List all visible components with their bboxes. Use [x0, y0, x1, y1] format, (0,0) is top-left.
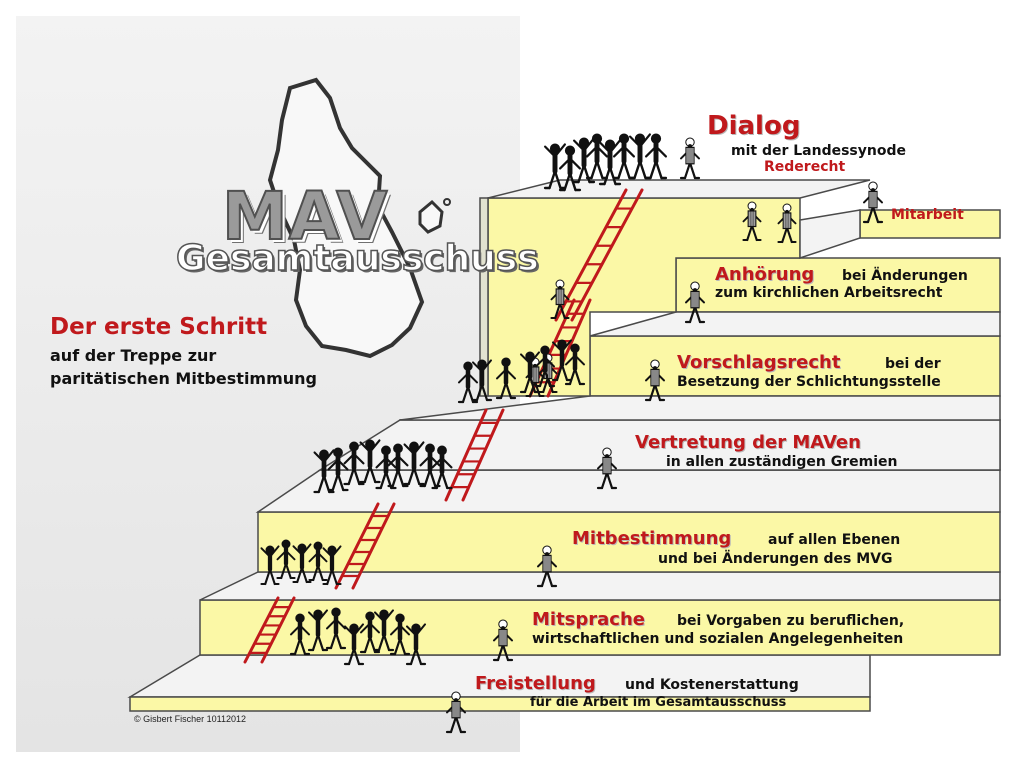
referee-figure — [525, 357, 545, 398]
map-dot — [443, 198, 451, 206]
group-step2-figure — [308, 541, 328, 582]
step-6-riser — [675, 257, 1001, 313]
group-step4-figure — [564, 343, 586, 386]
step-7-tread — [799, 209, 861, 260]
group-step3-figure — [431, 445, 453, 490]
vorschlagsrecht-heading: Vorschlagsrecht — [677, 352, 841, 373]
ref-mitarbeit — [862, 181, 884, 224]
group-step1-figure — [307, 609, 329, 652]
referee-figure — [550, 279, 570, 320]
group-step2-figure — [322, 545, 342, 586]
vorschlagsrecht-text-1: bei der — [885, 356, 941, 372]
group-step1-figure — [289, 613, 311, 656]
step-5-tread — [399, 395, 1001, 421]
ref-vorschlag — [644, 359, 666, 402]
group-step3-figure — [343, 441, 365, 486]
mitsprache-heading: Mitsprache — [532, 609, 646, 630]
mitarbeit-heading: Mitarbeit — [891, 207, 964, 223]
ref-anhoerung — [684, 281, 706, 324]
map-silhouette — [267, 77, 425, 359]
referee-figure — [777, 203, 797, 244]
group-step3-figure — [419, 443, 441, 488]
ladder-2 — [334, 502, 396, 590]
mitbestimmung-text-1: auf allen Ebenen — [768, 532, 901, 548]
group-step4-figure — [534, 345, 556, 388]
logo-mav: MAV — [221, 177, 389, 256]
anhoerung-heading: Anhörung — [715, 264, 815, 285]
ladder-3 — [444, 408, 505, 502]
step-6-tread — [589, 311, 1001, 337]
group-step4-figure — [471, 359, 493, 402]
group-step1-figure — [343, 623, 365, 666]
referee-figure — [742, 201, 762, 242]
group-step2-figure — [276, 539, 296, 580]
top-landing — [487, 179, 871, 199]
group-step4-figure — [495, 357, 517, 400]
ref-vertretung — [596, 447, 618, 490]
mitsprache-text-2: wirtschaftlichen und sozialen Angelegenh… — [532, 631, 904, 647]
intro-title: Der erste Schritt — [50, 314, 268, 340]
freistellung-text-2: für die Arbeit im Gesamtausschuss — [530, 695, 787, 710]
top-crowd-figure — [628, 133, 652, 180]
dialog-text-1: mit der Landessynode — [731, 143, 906, 159]
mitsprache-text-1: bei Vorgaben zu beruflichen, — [677, 613, 905, 629]
step-3-tread — [255, 469, 1001, 513]
group-step2-figure — [260, 545, 280, 586]
ref-mitsprache — [492, 619, 514, 662]
ref-dialog — [679, 137, 701, 180]
ladder-1 — [243, 596, 296, 664]
step-3-riser — [257, 511, 1001, 573]
anhoerung-text-2: zum kirchlichen Arbeitsrecht — [715, 285, 943, 301]
group-step4-figure — [519, 351, 541, 394]
top-crowd-figure — [572, 137, 596, 184]
top-crowd-figure — [543, 143, 567, 190]
dialog-text-2: Rederecht — [764, 159, 846, 175]
group-step4-figure — [551, 339, 573, 382]
freistellung-text-1: und Kostenerstattung — [625, 677, 799, 693]
vorschlagsrecht-text-2: Besetzung der Schlichtungsstelle — [677, 374, 941, 390]
intro-line-2: paritätischen Mitbestimmung — [50, 369, 318, 388]
vertretung-text-1: in allen zuständigen Gremien — [666, 454, 898, 470]
upper-wall-side — [479, 197, 489, 397]
group-step3-figure — [403, 441, 425, 486]
group-step2-figure — [292, 543, 312, 584]
mitbestimmung-text-2: und bei Änderungen des MVG — [658, 551, 893, 567]
top-crowd-figure — [558, 145, 582, 192]
group-step3-figure — [327, 447, 349, 492]
staircase — [127, 179, 1001, 712]
top-crowd-figure — [598, 139, 622, 186]
top-crowd-figure — [644, 133, 668, 180]
figures — [260, 133, 884, 734]
dialog-heading: Dialog — [707, 111, 801, 141]
copyright: © Gisbert Fischer 10112012 — [134, 714, 247, 724]
group-step1-figure — [325, 607, 347, 650]
step-2-tread — [199, 571, 1001, 601]
mitbestimmung-heading: Mitbestimmung — [572, 528, 732, 549]
step-1-riser — [129, 696, 871, 712]
freistellung-heading: Freistellung — [475, 673, 596, 694]
group-step1-figure — [373, 609, 395, 652]
top-crowd-figure — [612, 133, 636, 180]
intro-line-1: auf der Treppe zur — [50, 346, 217, 365]
vertretung-heading: Vertretung der MAVen — [635, 432, 861, 453]
group-step3-figure — [359, 439, 381, 484]
group-step3-figure — [387, 443, 409, 488]
top-crowd-figure — [585, 133, 609, 180]
map-island — [418, 199, 444, 234]
ref-freistellung — [445, 691, 467, 734]
group-step1-figure — [405, 623, 427, 666]
step-7-riser — [859, 209, 1001, 239]
ref-mitbestimmung — [536, 545, 558, 588]
logo-gesamtausschuss: Gesamtausschuss — [175, 237, 539, 280]
group-step1-figure — [389, 613, 411, 656]
anhoerung-text-1: bei Änderungen — [842, 268, 968, 284]
